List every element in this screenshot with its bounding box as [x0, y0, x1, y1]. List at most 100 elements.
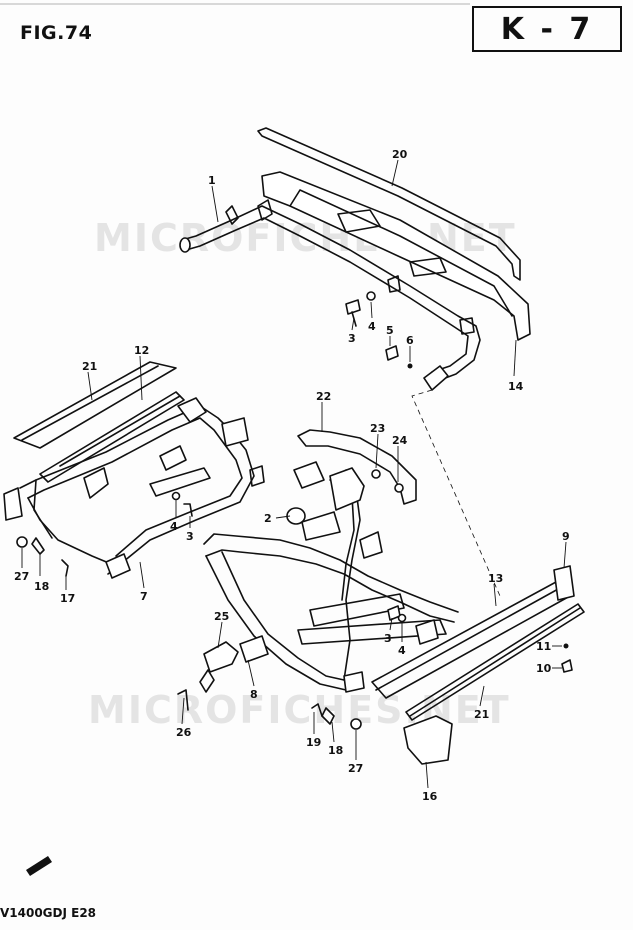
model-footer: V1400GDJ E28: [0, 906, 97, 920]
leader-8: [247, 659, 255, 687]
leader-4a: [370, 301, 373, 319]
callout-13: 13: [488, 572, 503, 585]
callout-21a: 21: [82, 360, 97, 373]
part-19-screw: [311, 703, 323, 717]
part-1-rear-guard-frame: [181, 205, 481, 381]
part-11-nut: [563, 643, 569, 649]
part-18-bolt-left: [31, 537, 45, 555]
part-26-screw: [177, 689, 189, 711]
part-3-bolt-mid: [183, 503, 193, 517]
callout-21b: 21: [474, 708, 489, 721]
part-22-upper-bracket: [297, 429, 417, 505]
leader-14: [513, 339, 517, 377]
callout-2: 2: [264, 512, 272, 525]
callout-3b: 3: [186, 530, 194, 543]
leader-16: [425, 761, 429, 789]
leader-7: [139, 561, 145, 589]
part-12-rail-ridge: [59, 395, 181, 467]
part-1-tab-d: [459, 317, 475, 335]
callout-27b: 27: [348, 762, 363, 775]
leader-25: [217, 621, 223, 649]
part-9-end-cap: [553, 565, 575, 601]
leader-20: [391, 159, 399, 187]
part-14-inner-edge: [289, 189, 513, 317]
part-7-front-bracket: [3, 487, 23, 521]
part-1-rear-guard-frame-inner: [185, 217, 469, 373]
part-27-cap-right: [350, 718, 362, 730]
part-25-latch-pin: [199, 669, 215, 693]
leader-21a: [87, 371, 93, 401]
callout-4b: 4: [170, 520, 178, 533]
part-8-upper-tube: [203, 533, 459, 613]
callout-5: 5: [386, 324, 394, 337]
part-7-foot: [105, 553, 131, 579]
part-10-screw: [561, 659, 573, 673]
part-7-front-mount: [83, 467, 109, 499]
part-21-side-strip-left: [13, 361, 177, 449]
callout-18b: 18: [328, 744, 343, 757]
callout-14: 14: [508, 380, 524, 393]
callout-24: 24: [392, 434, 408, 447]
part-3-bolt-head-top: [345, 299, 361, 315]
part-8-lower-cross: [297, 619, 447, 645]
page-code-box: K - 7: [472, 6, 622, 52]
part-8-top-plate: [329, 467, 365, 511]
part-17-screw: [61, 559, 69, 577]
part-21-strip-right: [405, 603, 585, 721]
part-1-end-cap: [423, 365, 449, 391]
part-14-bracket-2: [409, 257, 447, 277]
callout-27a: 27: [14, 570, 29, 583]
part-6-clip: [407, 363, 413, 369]
callout-17: 17: [60, 592, 75, 605]
part-2-rubber-bushing: [293, 461, 325, 489]
part-8-rear-plate: [415, 619, 439, 645]
callout-12: 12: [134, 344, 149, 357]
callout-23: 23: [370, 422, 385, 435]
callout-18a: 18: [34, 580, 49, 593]
part-1-tab-c: [387, 275, 401, 293]
part-8-outer-loop-inner: [221, 551, 345, 681]
leader-13: [493, 583, 497, 607]
part-4-washer-top: [366, 291, 376, 301]
part-1-tube-end: [179, 237, 191, 253]
part-23-bolt: [371, 469, 381, 479]
part-7-left-guard-inner: [27, 417, 243, 557]
leader-3c: [389, 617, 393, 631]
callout-16: 16: [422, 790, 438, 803]
part-8-upper-tube-inner: [205, 549, 455, 623]
part-7-rear-tab: [249, 465, 265, 487]
callout-6: 6: [406, 334, 414, 347]
leader-9: [563, 541, 567, 569]
part-21-strip-right-line: [409, 607, 581, 717]
leader-2: [275, 515, 291, 519]
part-25-latch: [203, 641, 239, 673]
part-7-rear-plate: [221, 417, 249, 447]
part-21-strip-line: [21, 365, 159, 441]
part-8-cross-bar: [309, 593, 405, 627]
part-8-mount-plate: [301, 511, 341, 541]
callout-7: 7: [140, 590, 148, 603]
leader-26: [181, 697, 185, 725]
callout-26: 26: [176, 726, 192, 739]
part-18-bolt-right: [321, 707, 335, 725]
leader-12: [139, 355, 143, 401]
callout-4c: 4: [398, 644, 406, 657]
part-7-front-tube: [33, 479, 53, 539]
callout-11: 11: [536, 640, 551, 653]
callout-22: 22: [316, 390, 331, 403]
callout-3c: 3: [384, 632, 392, 645]
part-7-mid-mount: [159, 445, 187, 471]
leader-23: [375, 433, 379, 469]
part-8-outer-loop: [205, 555, 357, 691]
part-13-rail-line: [375, 587, 561, 691]
part-4-washer-mid: [171, 491, 181, 501]
part-4-washer-right: [397, 613, 407, 623]
leader-18b: [331, 721, 335, 743]
part-7-top-mount: [177, 397, 207, 423]
part-14-rear-bumper: [261, 171, 531, 341]
assembly-line-rear: [411, 389, 501, 597]
part-16-rail-end-piece: [403, 715, 453, 765]
part-8-front-plate: [239, 635, 269, 663]
